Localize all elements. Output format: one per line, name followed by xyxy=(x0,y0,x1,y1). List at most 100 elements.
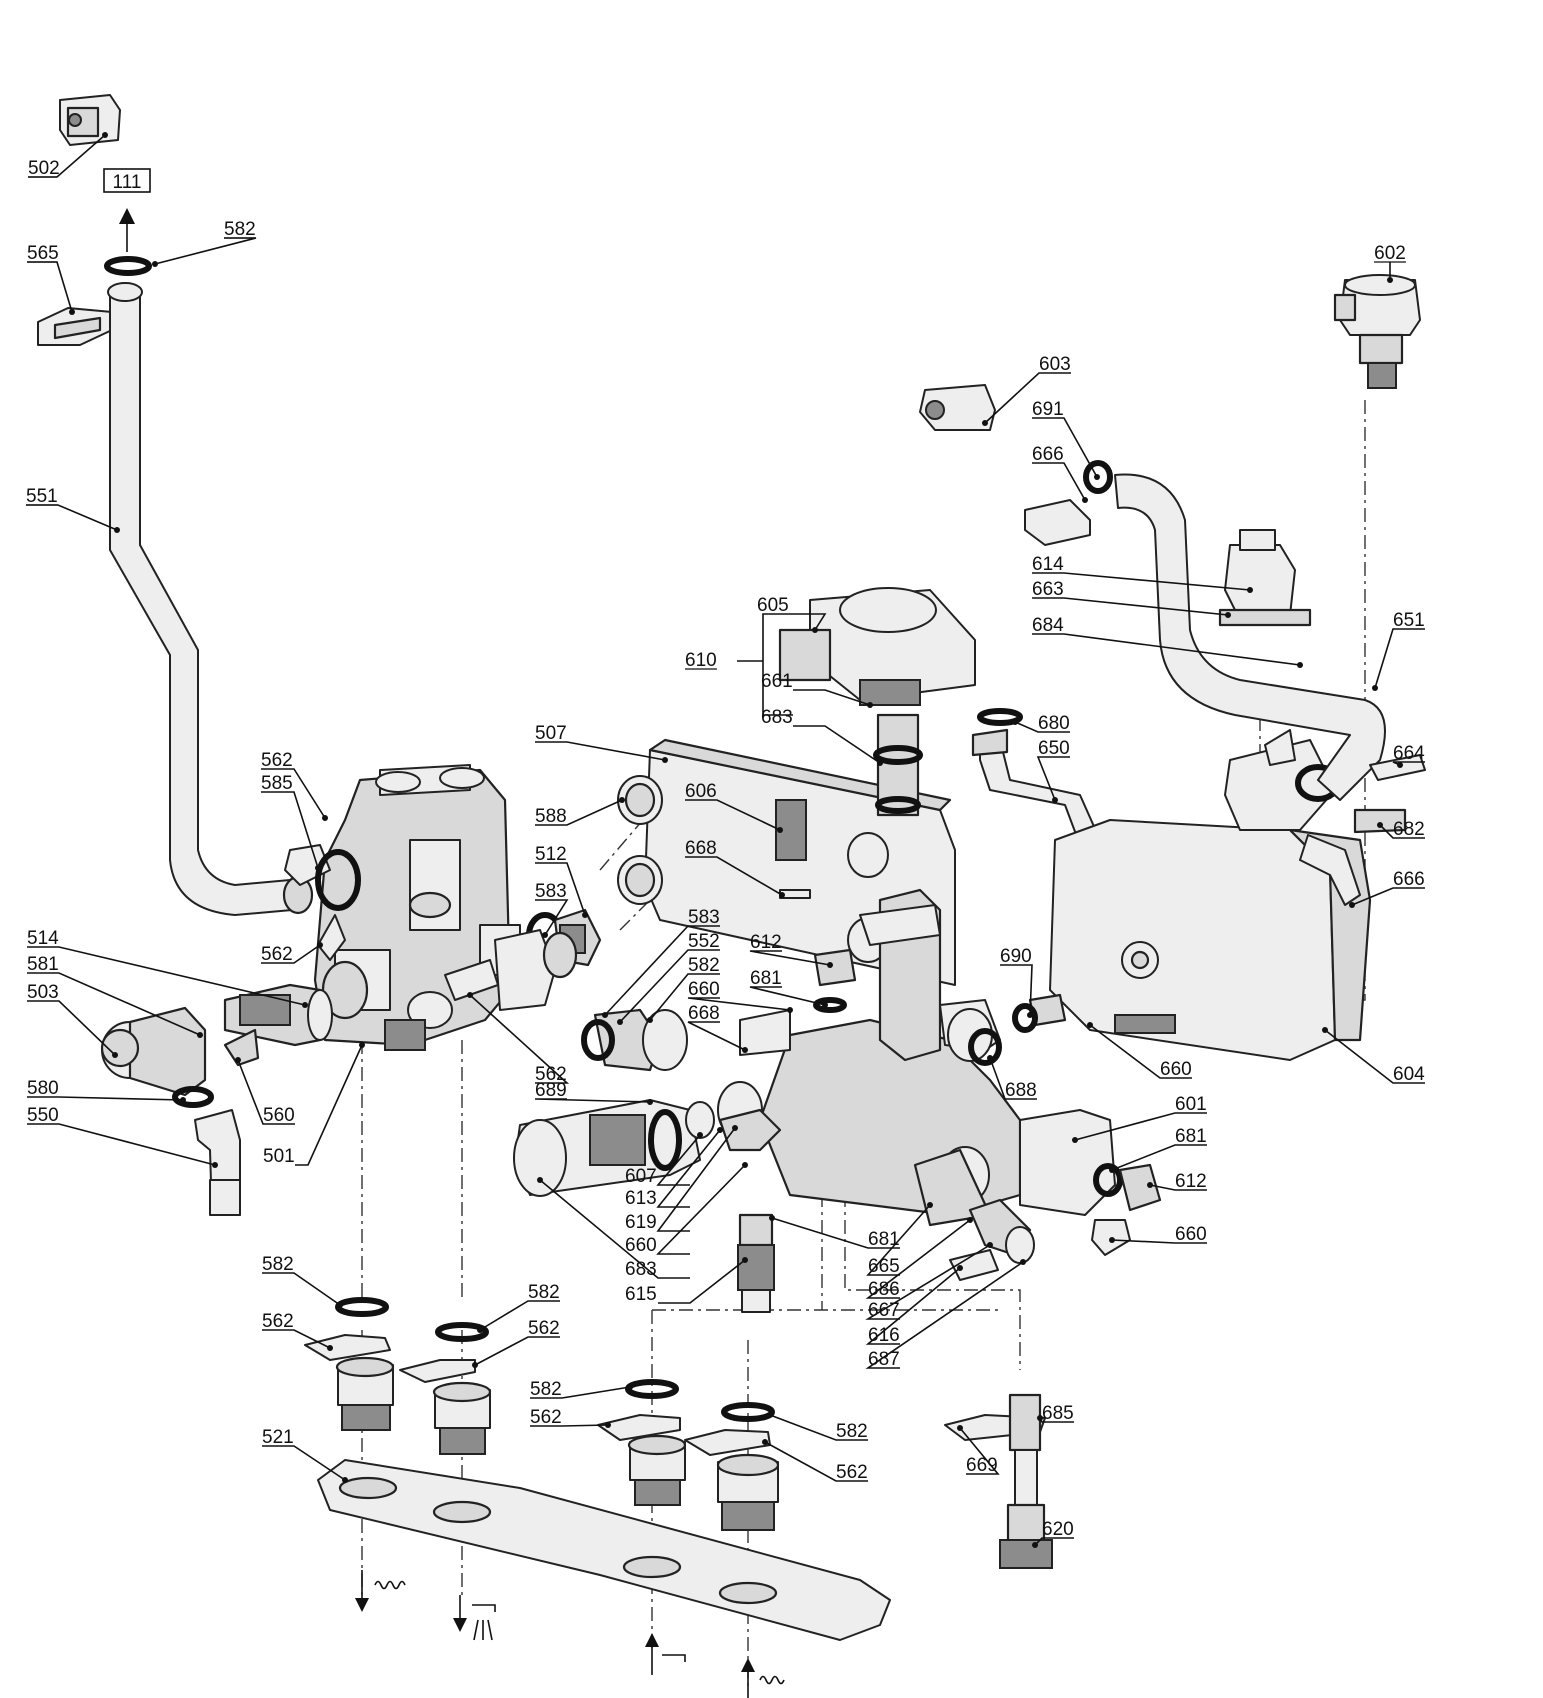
part-550-elbow xyxy=(194,1109,241,1216)
part-688-o-ring xyxy=(968,1028,1002,1066)
label-689: 689 xyxy=(535,1080,567,1101)
part-620-cartridge xyxy=(944,1393,1053,1569)
flow-symbol-cold-water-in xyxy=(645,1633,686,1675)
part-690-fitting xyxy=(1012,993,1067,1033)
bottom-fitting-c xyxy=(597,1379,687,1506)
label-552: 552 xyxy=(688,931,720,952)
flow-symbol-hot-water-out xyxy=(453,1595,496,1641)
label-562-d: 562 xyxy=(262,1311,294,1332)
label-686: 686 xyxy=(868,1279,900,1300)
label-603: 603 xyxy=(1039,354,1071,375)
label-682: 682 xyxy=(1393,819,1425,840)
part-551-pipe xyxy=(107,282,314,916)
part-607-cartridge xyxy=(513,1099,701,1197)
part-666-clip-right xyxy=(1299,834,1361,906)
label-684: 684 xyxy=(1032,615,1064,636)
label-612-a: 612 xyxy=(750,932,782,953)
part-582-o-ring xyxy=(104,256,152,276)
label-650: 650 xyxy=(1038,738,1070,759)
label-601: 601 xyxy=(1175,1094,1207,1115)
label-507: 507 xyxy=(535,723,567,744)
part-682-sensor xyxy=(1353,808,1407,834)
label-668-a: 668 xyxy=(685,838,717,859)
label-521: 521 xyxy=(262,1427,294,1448)
part-602-sensor xyxy=(1333,274,1421,389)
label-663: 663 xyxy=(1032,579,1064,600)
label-607: 607 xyxy=(625,1166,657,1187)
label-underlines xyxy=(26,176,1406,670)
label-615: 615 xyxy=(625,1284,657,1305)
label-562-f: 562 xyxy=(530,1407,562,1428)
reference-111: 111 xyxy=(103,168,151,252)
label-683-b: 683 xyxy=(625,1259,657,1280)
label-619: 619 xyxy=(625,1212,657,1233)
label-582-c: 582 xyxy=(262,1254,294,1275)
label-565: 565 xyxy=(27,243,59,264)
label-664: 664 xyxy=(1393,743,1425,764)
label-651: 651 xyxy=(1393,610,1425,631)
part-604-pump xyxy=(1049,729,1372,1061)
label-687: 687 xyxy=(868,1349,900,1370)
part-619-valve xyxy=(717,1081,782,1152)
label-613: 613 xyxy=(625,1188,657,1209)
label-683-a: 683 xyxy=(761,707,793,728)
leader-lines xyxy=(26,132,1425,1548)
part-585-o-ring xyxy=(315,849,361,911)
label-582-e: 582 xyxy=(530,1379,562,1400)
label-514: 514 xyxy=(27,928,59,949)
part-514-filter xyxy=(223,983,333,1047)
label-604: 604 xyxy=(1393,1064,1425,1085)
part-502-sensor xyxy=(59,94,121,146)
label-605: 605 xyxy=(757,595,789,616)
part-503-valve xyxy=(100,1006,207,1097)
label-660-a: 660 xyxy=(688,979,720,1000)
label-660-d: 660 xyxy=(625,1235,657,1256)
part-665-fitting xyxy=(968,1198,1035,1264)
bottom-fitting-d xyxy=(684,1402,780,1531)
label-551: 551 xyxy=(26,486,58,507)
label-581: 581 xyxy=(27,954,59,975)
label-502: 502 xyxy=(28,158,60,179)
part-615-cartridge xyxy=(737,1213,775,1313)
part-552-fitting xyxy=(581,1008,688,1072)
label-691: 691 xyxy=(1032,399,1064,420)
label-560: 560 xyxy=(263,1105,295,1126)
label-660-c: 660 xyxy=(1175,1224,1207,1245)
label-602: 602 xyxy=(1374,243,1406,264)
part-650-pipe xyxy=(971,728,1101,846)
label-614: 614 xyxy=(1032,554,1064,575)
part-labels: 502 565 582 551 562 585 588 512 583 562 … xyxy=(26,158,1425,1540)
label-660-b: 660 xyxy=(1160,1059,1192,1080)
flow-symbol-heating-return xyxy=(741,1658,785,1698)
label-562-g: 562 xyxy=(836,1462,868,1483)
label-680: 680 xyxy=(1038,713,1070,734)
label-667: 667 xyxy=(868,1300,900,1321)
part-666-clip-top xyxy=(1024,499,1091,546)
label-681-c: 681 xyxy=(868,1229,900,1250)
label-582-d: 582 xyxy=(528,1282,560,1303)
part-651-pipe xyxy=(1114,473,1386,801)
reference-box-label: 111 xyxy=(113,172,142,193)
part-691-o-ring xyxy=(1083,460,1113,494)
part-683-valve-stem xyxy=(873,713,923,817)
label-612-b: 612 xyxy=(1175,1171,1207,1192)
label-588: 588 xyxy=(535,806,567,827)
label-606: 606 xyxy=(685,781,717,802)
part-605-actuator xyxy=(778,587,976,706)
label-562-e: 562 xyxy=(528,1318,560,1339)
label-688: 688 xyxy=(1005,1080,1037,1101)
part-612-valve-top xyxy=(813,948,857,1013)
part-521-mounting-plate xyxy=(317,1459,891,1641)
label-620: 620 xyxy=(1042,1519,1074,1540)
label-616: 616 xyxy=(868,1325,900,1346)
label-666-a: 666 xyxy=(1032,444,1064,465)
part-612-valve-right xyxy=(1093,1163,1162,1212)
part-580-o-ring xyxy=(172,1086,214,1108)
label-582-f: 582 xyxy=(836,1421,868,1442)
label-550: 550 xyxy=(27,1105,59,1126)
label-690: 690 xyxy=(1000,946,1032,967)
label-512: 512 xyxy=(535,844,567,865)
label-503: 503 xyxy=(27,982,59,1003)
part-565-clip xyxy=(37,307,113,346)
